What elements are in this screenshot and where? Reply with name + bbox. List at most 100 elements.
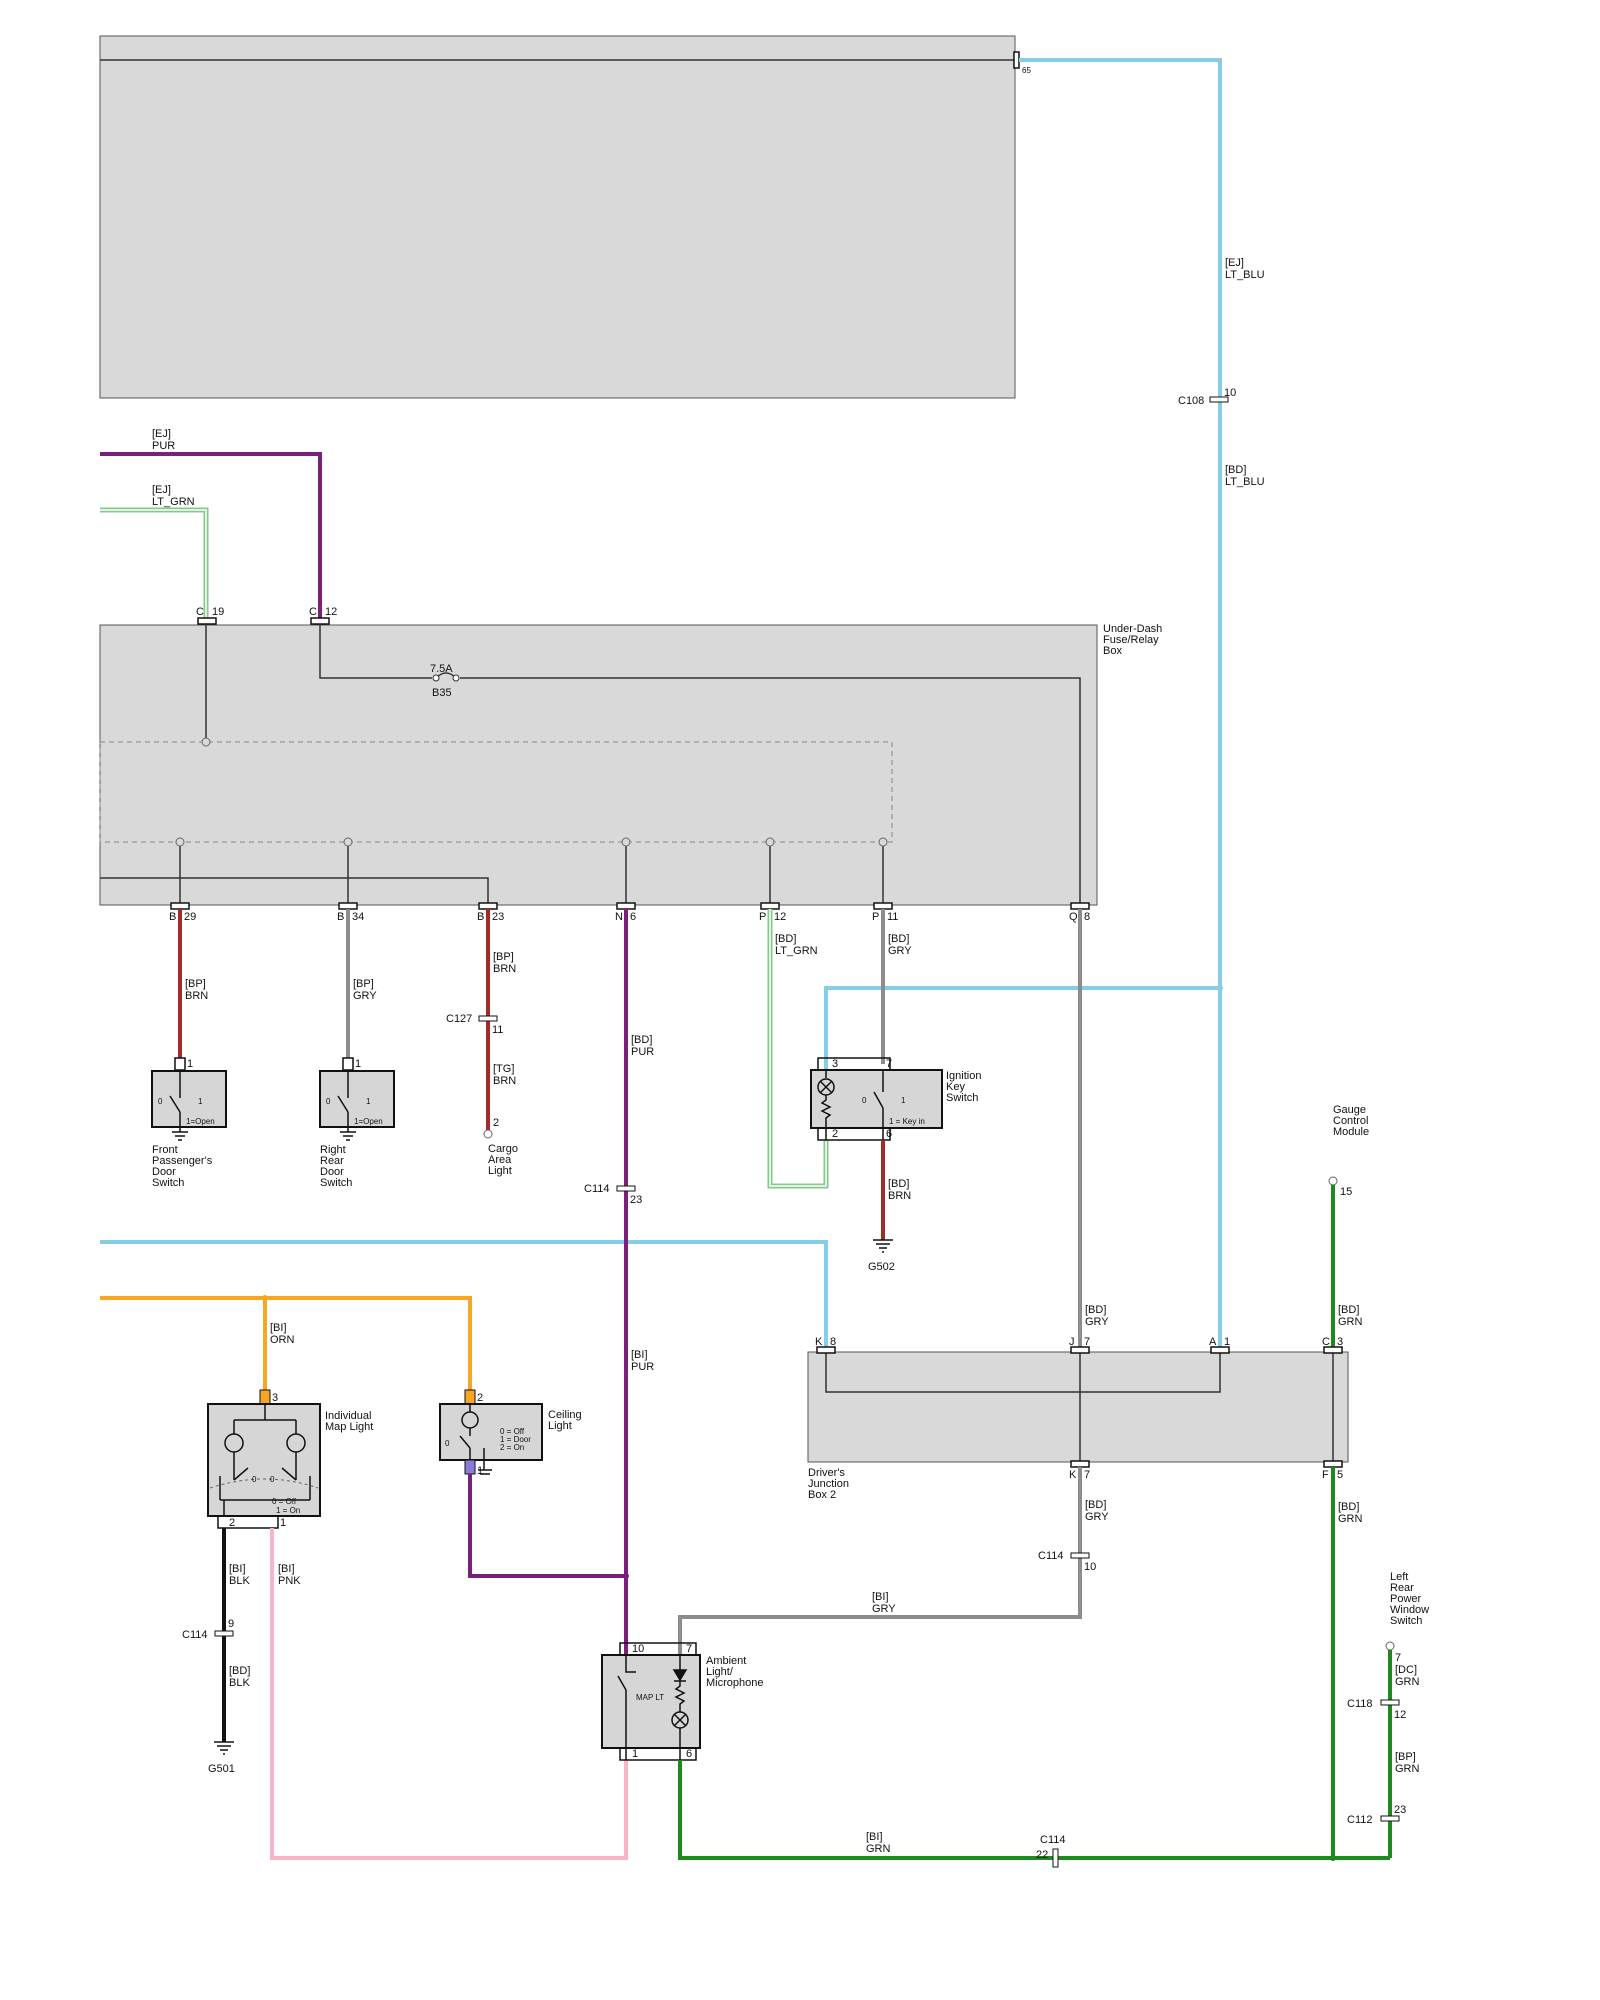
cargo-label-2: Area xyxy=(488,1154,512,1166)
fps-label-2: Passenger's xyxy=(152,1155,213,1167)
ign-pin-2: 2 xyxy=(832,1128,838,1140)
ej-ltblu-label-b: LT_BLU xyxy=(1225,269,1265,281)
ceil-label-1: Ceiling xyxy=(548,1409,582,1421)
pin-a1-a: A xyxy=(1209,1336,1217,1348)
pin-65-label: 65 xyxy=(1022,66,1031,75)
ign-top-connector xyxy=(817,1057,891,1071)
bd-pur-label-b: PUR xyxy=(631,1046,654,1058)
g502-ground-icon xyxy=(873,1239,893,1253)
ign-pin-3: 3 xyxy=(832,1058,838,1070)
bd-brn-label-a: [BD] xyxy=(888,1178,909,1190)
bi-pnk-label-a: [BI] xyxy=(278,1563,295,1575)
lr-terminal xyxy=(1385,1641,1395,1651)
ign-label-2: Key xyxy=(946,1081,965,1093)
ej-pur-wire xyxy=(100,452,322,620)
c114-d-connector xyxy=(1052,1848,1059,1868)
dc-grn-label-a: [DC] xyxy=(1395,1664,1417,1676)
gry-to-ambient-wire xyxy=(678,1467,1082,1655)
bi-pnk-label-b: PNK xyxy=(278,1575,301,1587)
bd-brn-label-b: BRN xyxy=(888,1190,911,1202)
amb-pin-10: 10 xyxy=(632,1643,644,1655)
ign-bottom-connector xyxy=(817,1127,891,1141)
amb-label-2: Light/ xyxy=(706,1666,734,1678)
pin-p12-connector xyxy=(760,902,780,910)
pin-n6-connector xyxy=(616,902,636,910)
pin-p11-connector xyxy=(873,902,893,910)
fuse-box-label-3: Box xyxy=(1103,645,1122,657)
pin-b34-b: 34 xyxy=(352,911,364,923)
bd-lt-grn-wire xyxy=(767,909,829,1189)
bd-gry-label-a: [BD] xyxy=(888,933,909,945)
djb-label-2: Junction xyxy=(808,1478,849,1490)
c114-d-label: C114 xyxy=(1040,1834,1065,1846)
dc-grn-label-b: GRN xyxy=(1395,1676,1420,1688)
bi-orn-label-b: ORN xyxy=(270,1334,295,1346)
lr-label-2: Rear xyxy=(1390,1582,1414,1594)
bi-blk-label-b: BLK xyxy=(229,1575,250,1587)
bi-pur-label-a: [BI] xyxy=(631,1349,648,1361)
rrd-label-2: Rear xyxy=(320,1155,344,1167)
fps-pin-connector xyxy=(174,1057,186,1071)
amb-label-1: Ambient xyxy=(706,1655,746,1667)
bp-grn-label-b: GRN xyxy=(1395,1763,1420,1775)
map-sw-0: 0 xyxy=(252,1475,257,1484)
pin-q8-a: Q xyxy=(1069,911,1078,923)
splice-b34 xyxy=(343,837,353,847)
ign-pin-7: 7 xyxy=(886,1058,892,1070)
rrd-label-1: Right xyxy=(320,1144,346,1156)
c108-pin: 10 xyxy=(1224,387,1236,399)
pin-b29-b: 29 xyxy=(184,911,196,923)
c112-pin: 23 xyxy=(1394,1804,1406,1816)
fps-label-3: Door xyxy=(152,1166,176,1178)
ceil-pin-2: 2 xyxy=(477,1392,483,1404)
splice-b29 xyxy=(175,837,185,847)
pin-65-connector xyxy=(1013,51,1020,69)
grn-splice xyxy=(1330,1855,1336,1861)
ceil-pin-1: 1 xyxy=(477,1465,483,1477)
bp-gry-label-b: GRY xyxy=(353,990,377,1002)
ign-label-1: Ignition xyxy=(946,1070,981,1082)
fps-switch-symbol xyxy=(169,1071,188,1141)
pin-p12-a: P xyxy=(759,911,766,923)
rrd-sw-1: 1 xyxy=(366,1097,371,1106)
bp-grn-label-a: [BP] xyxy=(1395,1751,1416,1763)
c108-connector xyxy=(1209,396,1229,403)
c114-c-pin: 9 xyxy=(228,1618,234,1630)
bd-blk-label-a: [BD] xyxy=(229,1665,250,1677)
bd-ltblu-label-a: [BD] xyxy=(1225,464,1246,476)
pin-c12-connector xyxy=(310,617,330,625)
pin-c12-b: 12 xyxy=(325,606,337,618)
bi-orn-wire xyxy=(100,1296,472,1390)
pin-a1-b: 1 xyxy=(1224,1336,1230,1348)
gcm-label-2: Control xyxy=(1333,1115,1368,1127)
pin-b29-a: B xyxy=(169,911,176,923)
c118-connector xyxy=(1380,1699,1400,1706)
lr-label-4: Window xyxy=(1390,1604,1429,1616)
splice-c19 xyxy=(201,737,211,747)
c114-a-pin: 23 xyxy=(630,1194,642,1206)
bd-gry2-label-a: [BD] xyxy=(1085,1304,1106,1316)
ej-ltgrn-label-a: [EJ] xyxy=(152,484,171,496)
internal-dashed-box xyxy=(99,741,893,843)
ceil-on: 2 = On xyxy=(500,1443,524,1452)
pin-b23-connector xyxy=(478,902,498,910)
lr-label-3: Power xyxy=(1390,1593,1422,1605)
lr-pin: 7 xyxy=(1395,1652,1401,1664)
cargo-label-3: Light xyxy=(488,1165,512,1177)
fps-label-1: Front xyxy=(152,1144,178,1156)
map-off: 0 = Off xyxy=(272,1497,297,1506)
bd-ltgrn-label-a: [BD] xyxy=(775,933,796,945)
fps-sw-1: 1 xyxy=(198,1097,203,1106)
bi-grn-bottom-wire xyxy=(678,1650,1392,1860)
pin-f5-b: 5 xyxy=(1337,1469,1343,1481)
ign-sw-1: 1 xyxy=(901,1096,906,1105)
c114-c-connector xyxy=(214,1630,234,1637)
pin-b34-connector xyxy=(338,902,358,910)
cargo-label-1: Cargo xyxy=(488,1143,518,1155)
c108-label: C108 xyxy=(1178,395,1204,407)
under-dash-fuse-box xyxy=(99,624,1098,906)
ceil-pin2-connector xyxy=(464,1389,476,1405)
fuse-id: B35 xyxy=(432,687,452,699)
djb-internal-wires xyxy=(825,1352,1334,1462)
pin-c19-a: C xyxy=(196,606,204,618)
